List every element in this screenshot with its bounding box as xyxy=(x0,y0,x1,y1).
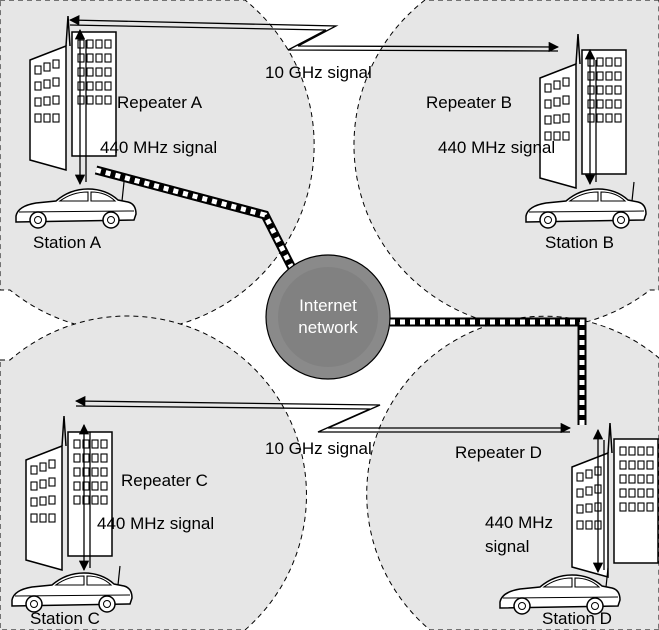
repeater-d-label: Repeater D xyxy=(455,443,542,462)
uhf-label-b: 440 MHz signal xyxy=(438,138,555,157)
station-d-label: Station D xyxy=(542,609,612,628)
network-label-line1: Internet xyxy=(299,296,357,315)
station-b-label: Station B xyxy=(545,233,614,252)
signal-label-top: 10 GHz signal xyxy=(265,63,372,82)
uhf-link-b xyxy=(584,48,597,186)
coverage-zone-a xyxy=(0,0,315,333)
microwave-link-bottom xyxy=(74,395,572,434)
repeater-c-label: Repeater C xyxy=(121,471,208,490)
signal-label-bottom: 10 GHz signal xyxy=(265,439,372,458)
station-c-label: Station C xyxy=(30,609,100,628)
uhf-label-d-line1: 440 MHz xyxy=(485,513,553,532)
uhf-link-d xyxy=(592,428,605,574)
uhf-label-c: 440 MHz signal xyxy=(97,514,214,533)
station-a-label: Station A xyxy=(33,233,102,252)
internet-network-node: Internet network xyxy=(265,254,391,380)
internet-link-a xyxy=(94,165,297,271)
network-label-line2: network xyxy=(298,318,358,337)
uhf-link-a xyxy=(74,28,87,186)
uhf-label-a: 440 MHz signal xyxy=(100,138,217,157)
internet-link-d xyxy=(390,317,587,425)
repeater-a-label: Repeater A xyxy=(117,93,203,112)
repeater-b-label: Repeater B xyxy=(426,93,512,112)
uhf-label-d-line2: signal xyxy=(485,537,529,556)
uhf-link-c xyxy=(78,423,91,572)
microwave-link-top xyxy=(68,15,560,53)
